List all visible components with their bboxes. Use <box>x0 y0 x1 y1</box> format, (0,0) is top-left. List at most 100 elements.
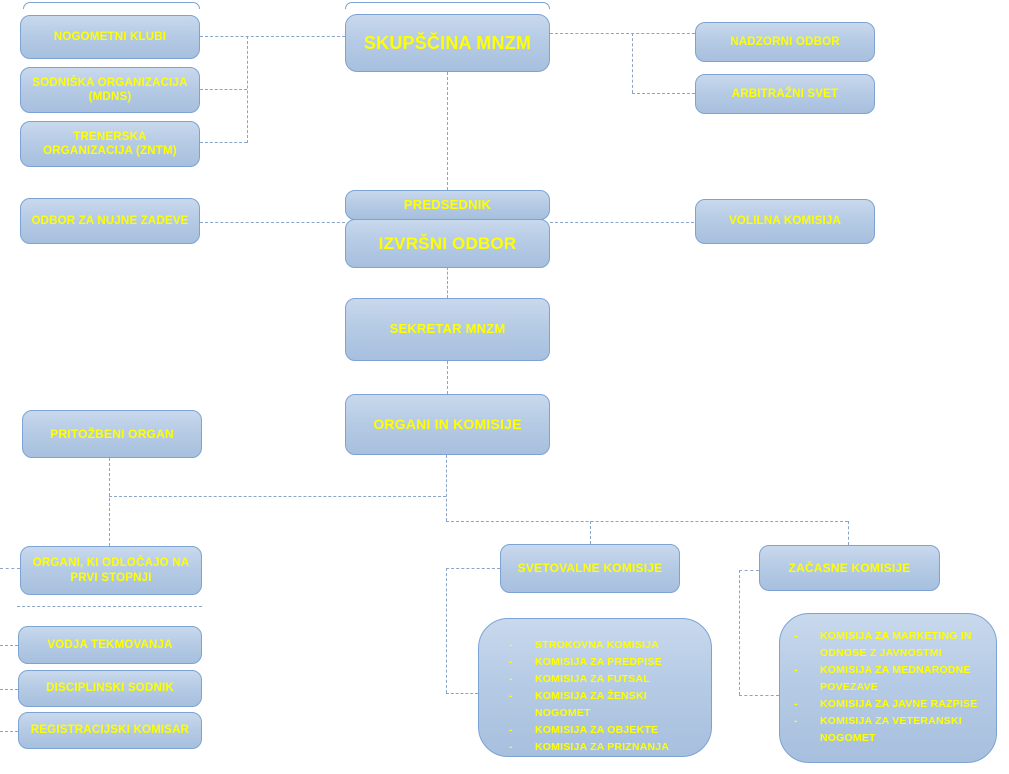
node-label: SVETOVALNE KOMISIJE <box>517 561 663 575</box>
connector-izvrsni-volilna <box>550 222 694 223</box>
node-sekretar-mnzm: SEKRETAR MNZM <box>345 298 550 361</box>
list-item-label: KOMISIJA ZA VETERANSKI NOGOMET <box>820 715 962 744</box>
list-item-dash: - <box>794 698 798 710</box>
list-item: - KOMISIJA ZA OBJEKTE <box>509 722 705 739</box>
svetovalne-list-items: - STROKOVNA KOMISIJA - KOMISIJA ZA PREDPISE… <box>509 637 705 756</box>
node-zacasne-komisije: ZAČASNE KOMISIJE <box>759 545 940 591</box>
node-label: ORGANI IN KOMISIJE <box>373 415 522 432</box>
connector-pritozbeni-organi <box>109 496 446 497</box>
node-label: SEKRETAR MNZM <box>389 321 506 337</box>
node-nadzorni-odbor: NADZORNI ODBOR <box>695 22 875 62</box>
list-item: - KOMISIJA ZA MARKETING IN ODNOSE Z JAVNO… <box>794 628 990 662</box>
list-item: - KOMISIJA ZA PREDPISE <box>509 654 705 671</box>
list-item: - KOMISIJA ZA FUTSAL <box>509 671 705 688</box>
zacasne-komisije-list: - KOMISIJA ZA MARKETING IN ODNOSE Z JAVNO… <box>779 613 997 763</box>
connector-below-organi-prva <box>17 606 202 607</box>
node-registracijski-komisar: REGISTRACIJSKI KOMISAR <box>18 712 202 749</box>
connector-right-branch-vertical <box>632 33 633 93</box>
connector-sekretar-organi <box>447 361 448 394</box>
connector-zacasne-bracket-bottom <box>739 695 779 696</box>
node-disciplinski-sodnik: DISCIPLINSKI SODNIK <box>18 670 202 707</box>
list-item: - KOMISIJA ZA MEDNARODNE POVEZAVE <box>794 662 990 696</box>
connector-skupscina-right <box>550 33 695 34</box>
list-item: - STROKOVNA KOMISIJA <box>509 637 705 654</box>
connector-disciplinski-stub <box>0 689 18 690</box>
node-label: NOGOMETNI KLUBI <box>53 30 167 43</box>
node-odbor-za-nujne-zadeve: ODBOR ZA NUJNE ZADEVE <box>20 198 200 244</box>
connector-svetovalne-drop <box>590 521 591 544</box>
list-item-dash: - <box>509 673 513 685</box>
node-label: ORGANI, KI ODLOČAJO NA PRVI STOPNJI <box>32 557 190 584</box>
list-item: -KOMISIJA ZA ŽENSKI NOGOMET <box>509 688 705 722</box>
node-predsednik: PREDSEDNIK <box>345 190 550 220</box>
node-label: PREDSEDNIK <box>403 196 492 212</box>
node-label: VOLILNA KOMISIJA <box>728 215 842 228</box>
node-vodja-tekmovanja: VODJA TEKMOVANJA <box>18 626 202 664</box>
connector-pritozbeni-down <box>109 458 110 546</box>
connector-zacasne-bracket-top <box>739 570 759 571</box>
connector-svetovalne-bracket-bottom <box>446 693 478 694</box>
clipped-box-top-left <box>23 2 200 9</box>
node-sodniska-organizacija: SODNIŠKA ORGANIZACIJA (MDNS) <box>20 67 200 113</box>
node-label: IZVRŠNI ODBOR <box>378 233 517 253</box>
node-svetovalne-komisije: SVETOVALNE KOMISIJE <box>500 544 680 593</box>
node-label: SODNIŠKA ORGANIZACIJA (MDNS) <box>32 76 188 103</box>
connector-trenerska-stub <box>200 142 247 143</box>
list-item-dash: - <box>509 639 513 651</box>
list-item-label: KOMISIJA ZA JAVNE RAZPISE <box>820 698 978 710</box>
connector-skupscina-predsednik <box>447 72 448 190</box>
list-item-label: STROKOVNA KOMISIJA <box>535 639 659 651</box>
list-item-dash: - <box>794 664 798 676</box>
list-item-label: KOMISIJA ZA PRIZNANJA <box>535 741 670 753</box>
node-label: PRITOŽBENI ORGAN <box>50 426 174 441</box>
node-nogometni-klubi: NOGOMETNI KLUBI <box>20 15 200 59</box>
list-item: - KOMISIJA ZA PRIZNANJA <box>509 739 705 756</box>
list-item-label: KOMISIJA ZA MEDNARODNE POVEZAVE <box>820 664 971 693</box>
node-organi-prva-stopnja: ORGANI, KI ODLOČAJO NA PRVI STOPNJI <box>20 546 202 595</box>
list-item: - KOMISIJA ZA JAVNE RAZPISE <box>794 696 990 713</box>
node-arbitrazni-svet: ARBITRAŽNI SVET <box>695 74 875 114</box>
node-label: VODJA TEKMOVANJA <box>47 638 173 651</box>
node-skupscina-mnzm: SKUPŠČINA MNZM <box>345 14 550 72</box>
connector-arbitrazni-stub <box>632 93 695 94</box>
list-item-label: KOMISIJA ZA PREDPISE <box>535 656 662 668</box>
svetovalne-komisije-list: - STROKOVNA KOMISIJA - KOMISIJA ZA PREDPISE… <box>478 618 712 757</box>
connector-organi-prva-stub <box>0 568 20 569</box>
list-item-label: KOMISIJA ZA OBJEKTE <box>535 724 659 736</box>
connector-registracijski-stub <box>0 731 18 732</box>
node-label: REGISTRACIJSKI KOMISAR <box>30 724 190 737</box>
node-pritozbeni-organ: PRITOŽBENI ORGAN <box>22 410 202 458</box>
list-item-dash: - <box>794 715 798 727</box>
node-label: ODBOR ZA NUJNE ZADEVE <box>31 214 189 227</box>
list-item-dash: - <box>509 741 513 753</box>
node-label: TRENERSKA ORGANIZACIJA (ZNTM) <box>43 130 177 157</box>
list-item-dash: - <box>509 656 513 668</box>
node-label: ZAČASNE KOMISIJE <box>788 560 911 575</box>
connector-organi-down <box>446 455 447 521</box>
list-item: - KOMISIJA ZA VETERANSKI NOGOMET <box>794 713 990 747</box>
node-organi-in-komisije: ORGANI IN KOMISIJE <box>345 394 550 455</box>
list-item-dash: - <box>509 690 513 702</box>
connector-nogometni-skupscina <box>200 36 345 37</box>
connector-svetovalne-bracket-top <box>446 568 500 569</box>
clipped-box-top-center <box>345 2 550 9</box>
zacasne-list-items: - KOMISIJA ZA MARKETING IN ODNOSE Z JAVNO… <box>794 628 990 747</box>
node-label: DISCIPLINSKI SODNIK <box>46 682 174 695</box>
node-label: NADZORNI ODBOR <box>730 35 840 48</box>
connector-komisije-horizontal <box>446 521 848 522</box>
node-trenerska-organizacija: TRENERSKA ORGANIZACIJA (ZNTM) <box>20 121 200 167</box>
connector-sodniska-stub <box>200 89 247 90</box>
connector-svetovalne-bracket-vertical <box>446 568 447 693</box>
node-volilna-komisija: VOLILNA KOMISIJA <box>695 199 875 244</box>
list-item-dash: - <box>509 724 513 736</box>
connector-left-branch-vertical <box>247 36 248 143</box>
node-label: ARBITRAŽNI SVET <box>731 87 839 100</box>
connector-zacasne-bracket-vertical <box>739 570 740 695</box>
connector-izvrsni-sekretar <box>447 267 448 298</box>
list-item-dash: - <box>794 630 798 642</box>
connector-odbor-predsednik <box>200 222 345 223</box>
connector-zacasne-drop <box>848 521 849 545</box>
list-item-label: KOMISIJA ZA MARKETING IN ODNOSE Z JAVNOS… <box>820 630 972 659</box>
list-item-label: KOMISIJA ZA FUTSAL <box>535 673 650 685</box>
